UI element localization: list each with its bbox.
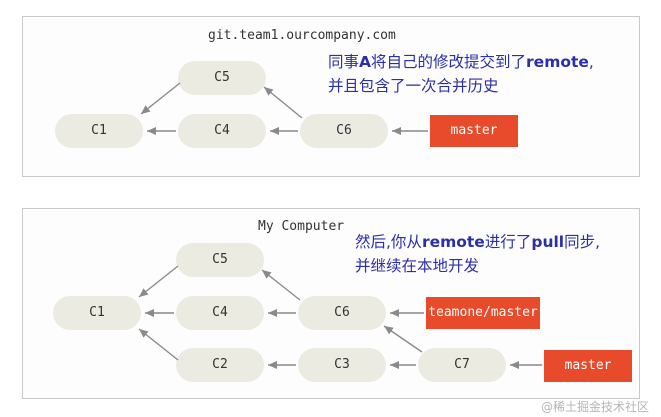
remote-note-line1-b: A xyxy=(359,53,372,71)
remote-note-line1-e: , xyxy=(588,53,594,71)
arrow-l-c6-c5 xyxy=(261,269,301,301)
local-note-line1-e: 同步, xyxy=(564,233,601,251)
remote-commit-c6: C6 xyxy=(300,114,388,148)
local-teamone-master-ref: teamone/master xyxy=(426,297,540,329)
remote-note-line1-a: 同事 xyxy=(328,53,360,71)
remote-repo-panel xyxy=(22,16,640,177)
local-note-line1-c: 进行了 xyxy=(484,233,532,251)
arrow-r-c6-c5 xyxy=(263,86,303,119)
local-host-label: My Computer xyxy=(258,219,345,234)
local-commit-c1: C1 xyxy=(53,296,141,330)
remote-host-label: git.team1.ourcompany.com xyxy=(208,28,396,43)
local-note-line2: 并继续在本地开发 xyxy=(355,257,480,275)
local-commit-c7: C7 xyxy=(418,348,506,382)
remote-commit-c4: C4 xyxy=(178,114,266,148)
remote-note-line2: 并且包含了一次合并历史 xyxy=(328,77,499,95)
arrow-r-c5-c1 xyxy=(140,82,181,115)
remote-note: 同事A将自己的修改提交到了remote, 并且包含了一次合并历史 xyxy=(328,50,594,98)
arrow-l-c7-c6 xyxy=(383,325,423,353)
local-commit-c4: C4 xyxy=(176,296,264,330)
remote-commit-c1: C1 xyxy=(55,114,143,148)
local-commit-c5: C5 xyxy=(176,243,264,277)
local-commit-c3: C3 xyxy=(298,348,386,382)
local-note-line1-b: remote xyxy=(421,233,485,251)
remote-note-line1-d: remote xyxy=(526,53,589,71)
watermark: @稀土掘金技术社区 xyxy=(540,400,649,414)
local-note-line1-d: pull xyxy=(531,233,565,251)
remote-note-line1-c: 将自己的修改提交到了 xyxy=(371,53,527,71)
remote-master-ref: master xyxy=(430,115,518,147)
arrow-l-c2-c1 xyxy=(138,328,179,361)
local-master-ref: master xyxy=(544,350,632,382)
remote-commit-c5: C5 xyxy=(178,61,266,95)
local-note: 然后,你从remote进行了pull同步, 并继续在本地开发 xyxy=(355,230,600,278)
local-commit-c2: C2 xyxy=(176,348,264,382)
local-note-line1-a: 然后,你从 xyxy=(355,233,422,251)
arrow-l-c5-c1 xyxy=(138,265,179,298)
local-commit-c6: C6 xyxy=(298,296,386,330)
